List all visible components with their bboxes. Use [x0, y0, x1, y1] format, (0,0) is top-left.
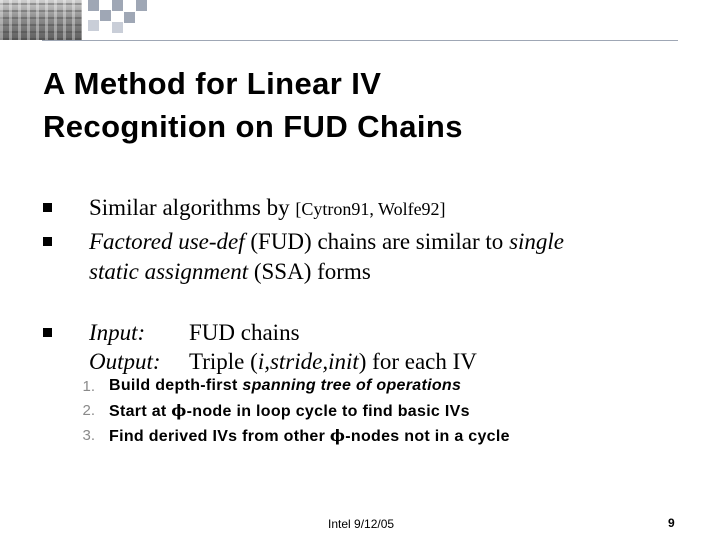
header-photo: [0, 0, 82, 40]
bullet-square-icon: [43, 328, 52, 337]
title-line-1: A Method for Linear IV: [43, 66, 382, 101]
bullet-text-continued: Output:Triple (i,stride,init) for each I…: [89, 349, 477, 374]
step-text: Start at ϕ-node in loop cycle to find ba…: [109, 401, 470, 420]
step-text: Find derived IVs from other ϕ-nodes not …: [109, 426, 510, 445]
citation: [Cytron91, Wolfe92]: [295, 199, 446, 219]
title-line-2: Recognition on FUD Chains: [43, 109, 463, 144]
page-number: 9: [668, 516, 675, 530]
bullet-text: Similar algorithms by [Cytron91, Wolfe92…: [89, 195, 446, 220]
footer-text: Intel 9/12/05: [328, 517, 395, 531]
phi-symbol: ϕ: [329, 426, 346, 445]
header-squares: [82, 0, 720, 50]
bullet-square-icon: [43, 203, 52, 212]
step-text: Build depth-first spanning tree of opera…: [109, 377, 462, 394]
bullet-text: Factored use-def (FUD) chains are simila…: [89, 229, 565, 254]
step-number: 2.: [82, 402, 95, 419]
phi-symbol: ϕ: [171, 401, 187, 420]
bullet-text: Input:FUD chains: [89, 320, 300, 345]
bullet-text-continued: static assignment (SSA) forms: [89, 259, 371, 284]
slide-title: A Method for Linear IV Recognition on FU…: [43, 62, 463, 148]
step-number: 1.: [82, 378, 95, 395]
title-divider: [42, 40, 678, 41]
step-number: 3.: [82, 427, 95, 444]
bullet-square-icon: [43, 237, 52, 246]
